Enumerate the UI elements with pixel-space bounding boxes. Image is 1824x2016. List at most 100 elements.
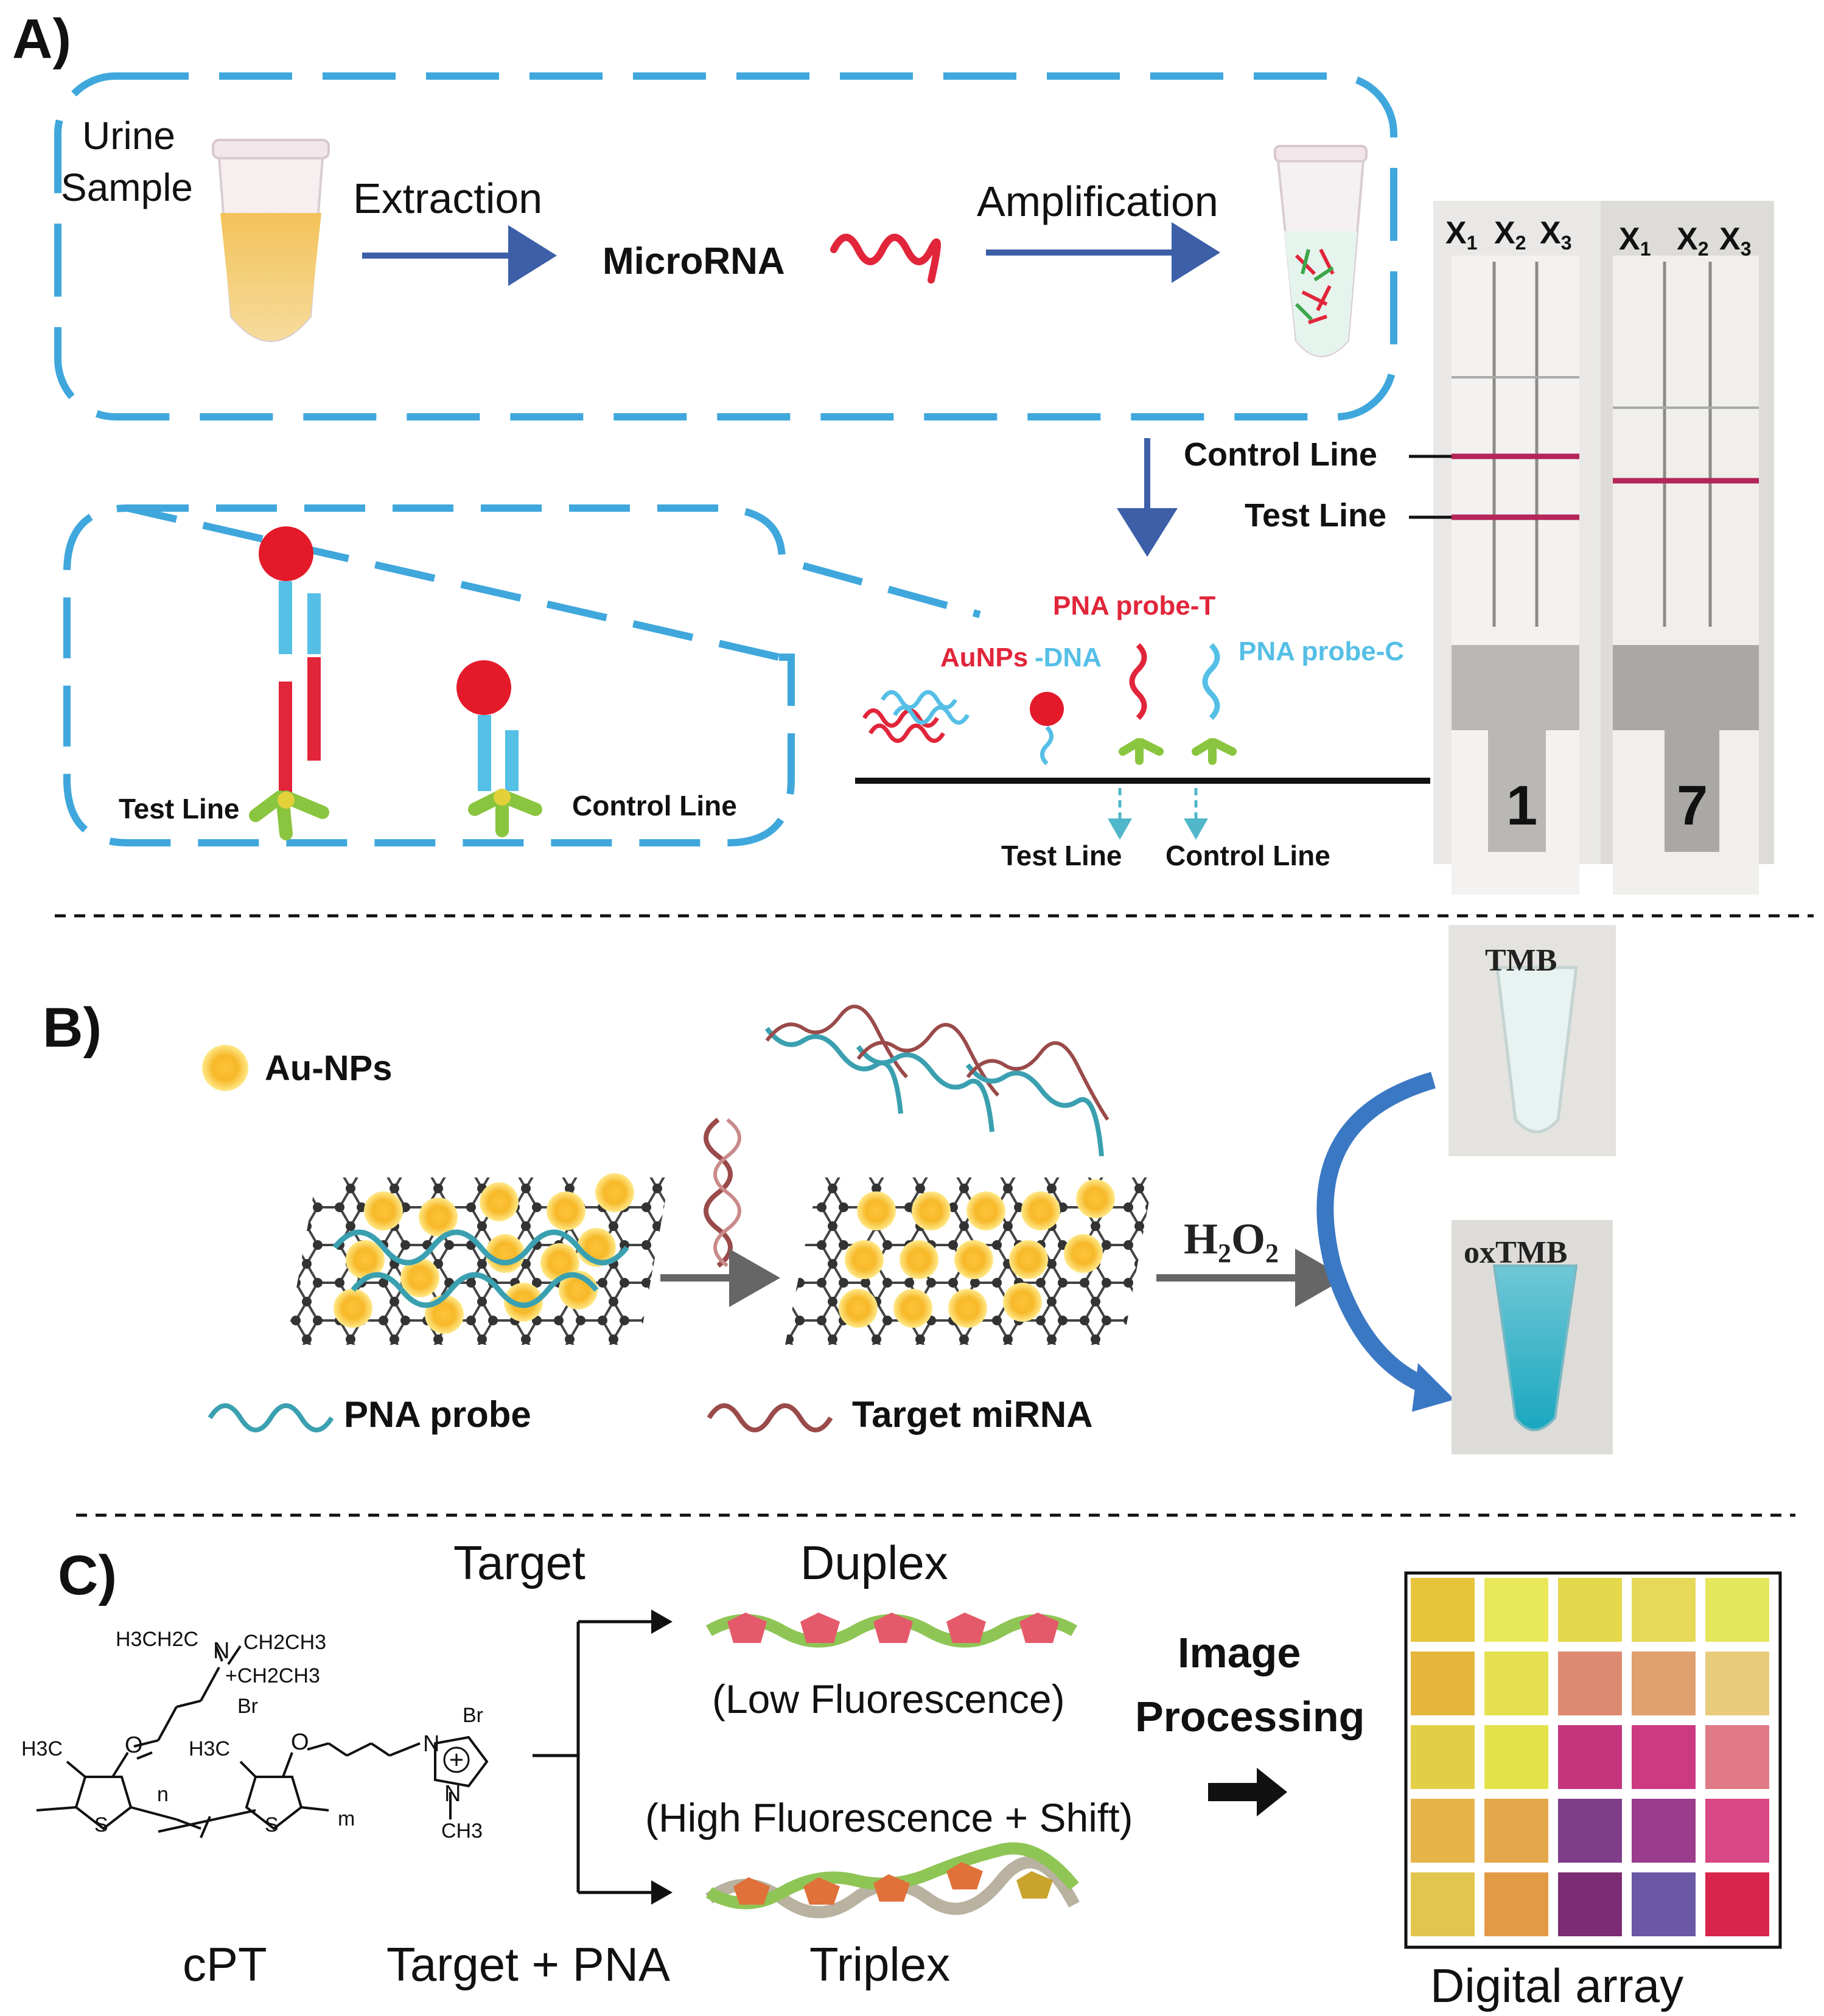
chem-h3c-2: H3C bbox=[189, 1737, 230, 1760]
control-line-label: Control Line bbox=[1184, 436, 1377, 473]
array-cell bbox=[1632, 1799, 1696, 1863]
panel-a: A) Urine Sample Extraction MicroRNA Ampl… bbox=[12, 8, 1774, 895]
dna-label: -DNA bbox=[1035, 643, 1102, 672]
array-cell bbox=[1484, 1578, 1548, 1642]
low-fluorescence-label: (Low Fluorescence) bbox=[712, 1676, 1065, 1721]
au-nps-label: Au-NPs bbox=[265, 1048, 392, 1088]
target-mirna-legend-label: Target miRNA bbox=[852, 1394, 1093, 1435]
pna-probe-c-icon bbox=[1192, 643, 1237, 765]
oxidation-curved-arrow bbox=[1316, 1072, 1436, 1396]
array-cell bbox=[1484, 1799, 1548, 1863]
extraction-label: Extraction bbox=[353, 175, 542, 222]
chem-o1: O bbox=[125, 1732, 143, 1758]
chem-s2: S bbox=[265, 1813, 279, 1836]
bottom-test-line-label: Test Line bbox=[1001, 840, 1122, 871]
chem-o2: O bbox=[291, 1729, 309, 1755]
aunp-dna-conjugate-icon bbox=[1030, 692, 1064, 766]
image-processing-label-line1: Image bbox=[1178, 1629, 1301, 1676]
zoom-control-line-probe bbox=[456, 660, 542, 837]
pna-probe-legend-icon bbox=[208, 1403, 334, 1432]
duplex-icon bbox=[705, 1613, 1078, 1648]
bottom-control-line-label: Control Line bbox=[1165, 840, 1330, 871]
microrna-strand-icon bbox=[830, 234, 941, 284]
chem-br2: Br bbox=[463, 1704, 483, 1727]
array-cell bbox=[1705, 1872, 1769, 1936]
zoom-test-line-label: Test Line bbox=[119, 793, 240, 825]
graphene-sheet-released bbox=[785, 1177, 1153, 1345]
oxtmb-tube-photo bbox=[1452, 1220, 1613, 1454]
array-cell bbox=[1411, 1872, 1475, 1936]
image-processing-label-line2: Processing bbox=[1135, 1693, 1365, 1740]
array-cell bbox=[1411, 1725, 1475, 1789]
chem-n-sub: n bbox=[157, 1783, 169, 1806]
h2o2-label: H2O2 bbox=[1184, 1215, 1279, 1268]
chem-n-ring2: N bbox=[444, 1781, 461, 1807]
array-cell bbox=[1705, 1578, 1769, 1642]
graphene-sheet-with-probes bbox=[286, 1173, 669, 1345]
target-label: Target bbox=[453, 1536, 585, 1589]
amplification-label: Amplification bbox=[977, 178, 1218, 225]
array-cell bbox=[1558, 1652, 1622, 1715]
chem-h3ch2c: H3CH2C bbox=[116, 1628, 198, 1651]
panel-c: C) Target Duplex bbox=[21, 1536, 1782, 2012]
target-mirna-legend-icon bbox=[707, 1403, 833, 1432]
amplified-tube-icon bbox=[1274, 145, 1368, 357]
pna-probe-c-label: PNA probe-C bbox=[1239, 637, 1404, 666]
array-cell bbox=[1484, 1872, 1548, 1936]
digital-array-label: Digital array bbox=[1430, 1959, 1683, 2012]
array-cell bbox=[1411, 1578, 1475, 1642]
panel-b: B) Au-NPs bbox=[43, 925, 1616, 1454]
array-cell bbox=[1484, 1725, 1548, 1789]
array-cell bbox=[1558, 1725, 1622, 1789]
target-pna-label: Target + PNA bbox=[386, 1938, 670, 1991]
array-cell bbox=[1705, 1725, 1769, 1789]
strip-number-1: 1 bbox=[1506, 775, 1537, 837]
cpt-structure bbox=[36, 1645, 489, 1838]
triplex-icon bbox=[705, 1842, 1080, 1919]
strip2-x1-label: X1 bbox=[1619, 221, 1651, 260]
urine-tube-icon bbox=[212, 139, 330, 342]
array-cell bbox=[1632, 1872, 1696, 1936]
chem-m-sub: m bbox=[338, 1807, 355, 1830]
panel-b-label: B) bbox=[43, 997, 102, 1059]
array-cell bbox=[1411, 1799, 1475, 1863]
array-cell bbox=[1558, 1799, 1622, 1863]
duplex-label: Duplex bbox=[800, 1536, 948, 1589]
digital-array bbox=[1404, 1571, 1782, 1949]
array-cell bbox=[1632, 1725, 1696, 1789]
released-duplex-strands-icon bbox=[764, 1005, 1109, 1157]
zoom-control-line-label: Control Line bbox=[572, 790, 737, 821]
strip2-x2-label: X2 bbox=[1677, 221, 1708, 260]
chem-ch2ch3-a: CH2CH3 bbox=[243, 1631, 326, 1654]
au-np-legend-icon bbox=[202, 1045, 248, 1091]
tmb-label: TMB bbox=[1485, 943, 1557, 978]
array-cell bbox=[1705, 1799, 1769, 1863]
chem-ch2ch3-b: +CH2CH3 bbox=[225, 1664, 320, 1687]
test-line-label: Test Line bbox=[1245, 497, 1386, 534]
strip-number-7b: 7 bbox=[1677, 775, 1708, 837]
pna-probe-t-label: PNA probe-T bbox=[1053, 591, 1215, 621]
pna-probe-legend-label: PNA probe bbox=[344, 1394, 531, 1435]
chem-s1: S bbox=[94, 1813, 108, 1836]
oxidation-arrowhead bbox=[1412, 1363, 1455, 1412]
array-cell bbox=[1632, 1578, 1696, 1642]
array-cell bbox=[1558, 1872, 1622, 1936]
chem-ch3: CH3 bbox=[441, 1819, 483, 1843]
oxtmb-label: oxTMB bbox=[1464, 1235, 1567, 1270]
chem-br1: Br bbox=[237, 1695, 258, 1718]
high-fluorescence-label: (High Fluorescence + Shift) bbox=[645, 1795, 1133, 1840]
zoom-test-line-probe bbox=[249, 526, 329, 840]
array-cell bbox=[1484, 1652, 1548, 1715]
microrna-label: MicroRNA bbox=[603, 240, 785, 282]
panel-a-label: A) bbox=[12, 8, 71, 70]
strip1-x2-label: X2 bbox=[1494, 215, 1526, 254]
pna-probe-t-icon bbox=[1119, 643, 1164, 765]
array-cell bbox=[1632, 1652, 1696, 1715]
chem-n-plus: N bbox=[213, 1638, 229, 1664]
array-cell bbox=[1558, 1578, 1622, 1642]
chem-n-ring1: N bbox=[423, 1731, 439, 1757]
free-mirna-strands-icon bbox=[862, 690, 970, 743]
aunps-label: AuNPs bbox=[940, 643, 1028, 672]
array-cell bbox=[1705, 1652, 1769, 1715]
